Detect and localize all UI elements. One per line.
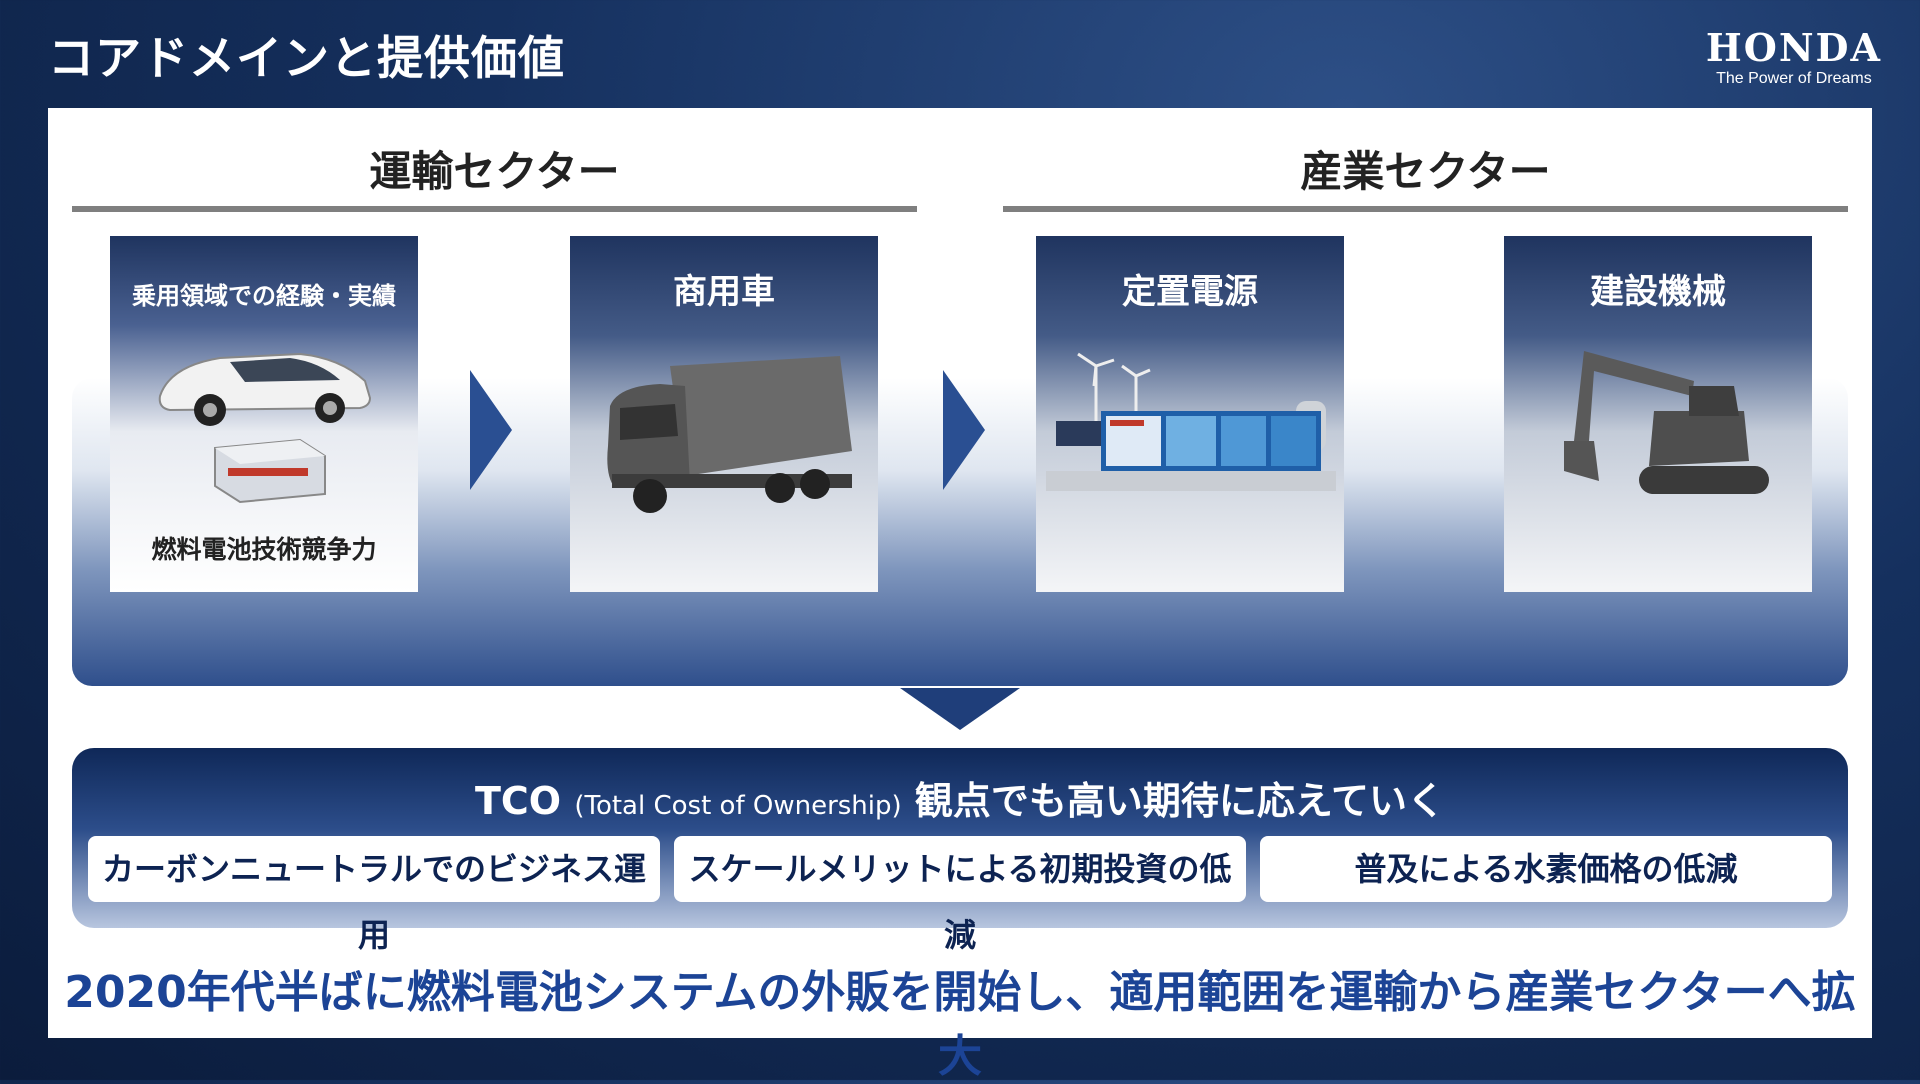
slide-title: コアドメインと提供価値	[48, 31, 565, 85]
honda-logo: HONDA	[1705, 25, 1882, 70]
excavator-icon	[1564, 351, 1769, 494]
card-passenger: 乗用領域での経験・実績 燃料電池技術競争力	[110, 236, 418, 592]
tco-heading-main: TCO	[474, 779, 562, 823]
industry-sector-heading: 産業セクター	[1300, 147, 1551, 196]
flow-arrow-2	[943, 370, 985, 490]
brand-tagline: The Power of Dreams	[1716, 70, 1872, 87]
card-commercial-title: 商用車	[673, 272, 775, 312]
transport-sector-divider	[72, 206, 917, 212]
tco-box: TCO (Total Cost of Ownership) 観点でも高い期待に応…	[72, 748, 1848, 954]
card-commercial-vehicle: 商用車	[570, 236, 878, 592]
tco-heading-paren: (Total Cost of Ownership)	[574, 791, 902, 821]
card-stationary-power: 定置電源	[1036, 236, 1344, 592]
content-panel: 運輸セクター 産業セクター 乗用領域での経験・実績 燃料電池技術競争力 商用車	[48, 108, 1872, 1082]
car-and-fuel-cell-illustration	[158, 352, 372, 504]
card-passenger-caption: 燃料電池技術競争力	[151, 535, 377, 564]
tco-heading-rest: 観点でも高い期待に応えていく	[914, 779, 1445, 823]
car-icon	[158, 352, 372, 426]
summary-statement: 2020年代半ばに燃料電池システムの外販を開始し、適用範囲を運輸から産業セクター…	[64, 967, 1856, 1082]
tco-item-business-operation: カーボンニュートラルでのビジネス運用	[88, 836, 660, 954]
truck-icon	[607, 356, 852, 513]
solar-panel-icon	[1056, 421, 1106, 446]
transport-sector-heading: 運輸セクター	[369, 147, 620, 196]
down-arrow	[900, 688, 1020, 730]
fuel-cell-stack-icon	[214, 438, 326, 504]
wind-turbine-icon	[1077, 352, 1151, 426]
tco-item-initial-investment: スケールメリットによる初期投資の低減	[674, 836, 1246, 954]
power-unit-icon	[1101, 411, 1321, 471]
card-construction-machinery: 建設機械	[1504, 236, 1812, 592]
industry-sector-divider	[1003, 206, 1848, 212]
card-stationary-title: 定置電源	[1122, 272, 1258, 312]
fuel-cell-power-station-illustration	[1046, 352, 1336, 491]
card-construction-title: 建設機械	[1590, 272, 1726, 312]
card-passenger-title: 乗用領域での経験・実績	[132, 282, 396, 310]
brand-logo: HONDA The Power of Dreams	[1706, 28, 1882, 88]
flow-arrow-1	[470, 370, 512, 490]
tco-heading: TCO (Total Cost of Ownership) 観点でも高い期待に応…	[72, 770, 1848, 825]
tco-item-hydrogen-price: 普及による水素価格の低減	[1260, 836, 1832, 902]
